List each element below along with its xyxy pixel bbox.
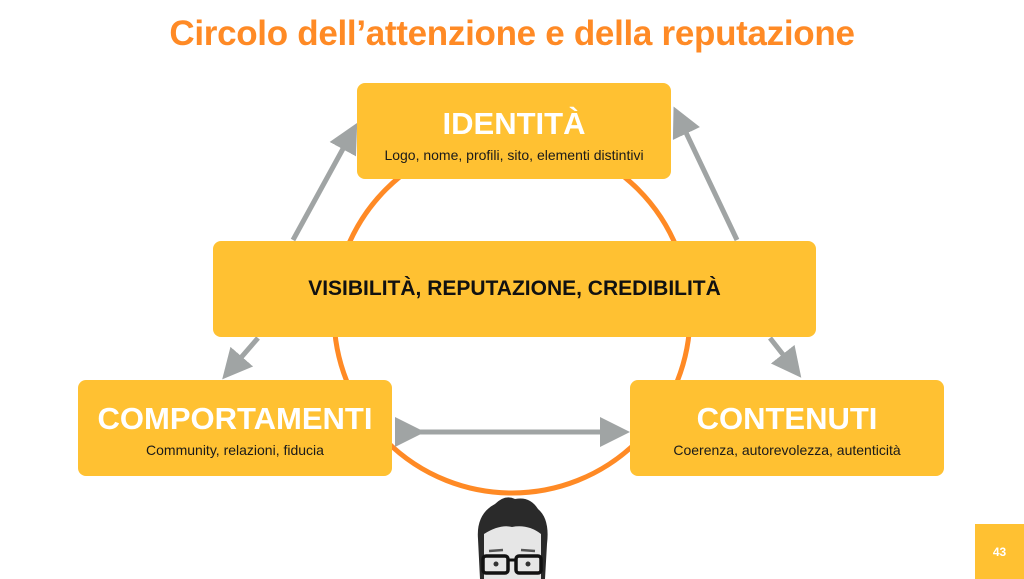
contents-subtitle: Coerenza, autorevolezza, autenticità — [673, 442, 901, 458]
contents-box: CONTENUTI Coerenza, autorevolezza, auten… — [630, 380, 944, 476]
center-text: VISIBILITÀ, REPUTAZIONE, CREDIBILITÀ — [308, 277, 721, 300]
center-box: VISIBILITÀ, REPUTAZIONE, CREDIBILITÀ — [213, 241, 816, 337]
contents-heading: CONTENUTI — [696, 401, 878, 436]
arrow-to-contents — [768, 336, 802, 378]
identity-box: IDENTITÀ Logo, nome, profili, sito, elem… — [357, 83, 671, 179]
arrow-to-identity — [290, 122, 358, 242]
identity-subtitle: Logo, nome, profili, sito, elementi dist… — [384, 147, 644, 163]
identity-heading: IDENTITÀ — [442, 106, 586, 141]
presenter-photo — [477, 497, 548, 579]
behaviours-heading: COMPORTAMENTI — [97, 401, 373, 436]
page-number: 43 — [975, 524, 1024, 579]
behaviours-box: COMPORTAMENTI Community, relazioni, fidu… — [78, 380, 392, 476]
arrow-from-identity — [672, 106, 740, 242]
arrow-to-behaviours — [222, 336, 260, 380]
behaviours-subtitle: Community, relazioni, fiducia — [146, 442, 324, 458]
slide-title: Circolo dell’attenzione e della reputazi… — [169, 14, 855, 53]
